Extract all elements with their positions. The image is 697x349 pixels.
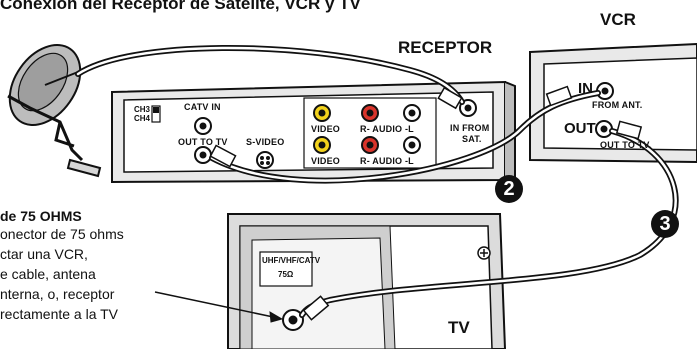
satellite-dish-icon (7, 44, 102, 178)
note-line-4: nterna, o, receptor (0, 286, 115, 302)
vcr-out-to-tv-label: OUT TO TV. (600, 140, 652, 150)
cable-receptor-to-vcr (209, 90, 601, 184)
video-jack-bottom[interactable] (313, 136, 331, 154)
pointer-arrow-icon (154, 291, 284, 323)
tv-jack-label-line2: 75Ω (278, 270, 294, 279)
audio-r-jack-top[interactable] (361, 104, 379, 122)
video-jack-top[interactable] (313, 104, 331, 122)
ch3-ch4-switch[interactable] (151, 105, 161, 123)
tv-label: TV (448, 318, 470, 337)
note-title: de 75 OHMS (0, 208, 82, 224)
note-line-3: e cable, antena (0, 266, 96, 282)
in-from-sat-label-line2: SAT. (462, 134, 482, 144)
switch-label-ch4: CH4 (134, 114, 151, 123)
receptor-label: RECEPTOR (398, 38, 493, 57)
audio-l-jack-top[interactable] (403, 104, 421, 122)
video-label-top: VIDEO (311, 124, 341, 134)
note-line-2: ctar una VCR, (0, 246, 88, 262)
step-three-badge: 3 (651, 210, 679, 238)
note-line-5: rectamente a la TV (0, 306, 119, 322)
audio-label-bottom: R- AUDIO -L (360, 156, 414, 166)
audio-r-jack-bottom[interactable] (361, 136, 379, 154)
out-to-tv-jack[interactable] (194, 146, 212, 164)
cable-dish-to-receptor (75, 44, 465, 105)
vcr-out-jack[interactable] (595, 120, 613, 138)
catv-in-jack[interactable] (194, 117, 212, 135)
audio-l-jack-bottom[interactable] (403, 136, 421, 154)
plug-icon (209, 85, 643, 321)
audio-label-top: R- AUDIO -L (360, 124, 414, 134)
tv-body (227, 213, 507, 349)
out-to-tv-label: OUT TO TV (178, 137, 228, 147)
catv-in-label: CATV IN (184, 102, 221, 112)
video-label-bottom: VIDEO (311, 156, 341, 166)
note-line-1: onector de 75 ohms (0, 226, 124, 242)
tv-antenna-jack[interactable] (282, 309, 304, 331)
s-video-label: S-VIDEO (246, 137, 285, 147)
vcr-in-label: IN (578, 80, 593, 97)
vcr-label: VCR (600, 10, 636, 29)
vcr-from-ant-label: FROM ANT. (592, 100, 643, 110)
s-video-jack[interactable] (256, 151, 274, 169)
step-two-badge: 2 (495, 175, 523, 203)
page-title: Conexión del Receptor de Satélite, VCR y… (0, 0, 361, 13)
tv-jack-label-line1: UHF/VHF/CATV (262, 256, 321, 265)
av-jack-group (303, 97, 437, 169)
switch-label-ch3: CH3 (134, 105, 151, 114)
in-from-sat-label-line1: IN FROM (450, 123, 490, 133)
vcr-out-label: OUT (564, 120, 596, 137)
